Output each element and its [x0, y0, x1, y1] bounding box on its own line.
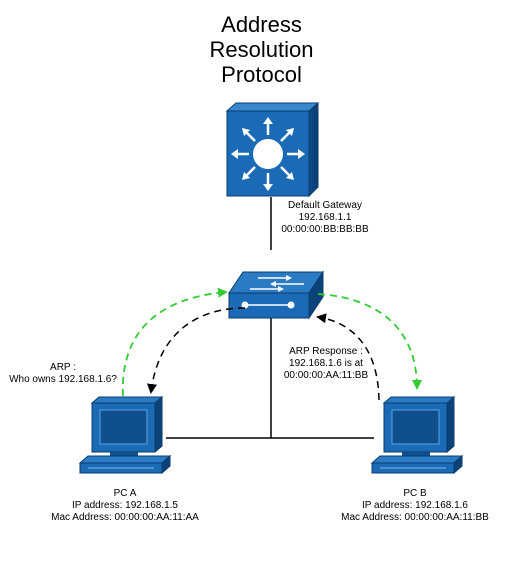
pc-b-label: PC B IP address: 192.168.1.6 Mac Address…: [335, 488, 495, 524]
pc-b-icon: [370, 395, 464, 475]
arp-response-title: ARP Response :: [289, 346, 363, 357]
pc-a-ip: IP address: 192.168.1.5: [71, 500, 178, 511]
gateway-ip: 192.168.1.1: [298, 212, 352, 223]
switch-icon: [228, 270, 324, 320]
arp-response-mac: 00:00:00:AA:11:BB: [283, 370, 369, 381]
network-cables: [166, 197, 374, 439]
arp-request-arrow-to-switch: [122, 287, 228, 397]
gateway-name: Default Gateway: [288, 200, 362, 211]
diagram-title-line-2: Resolution: [209, 37, 314, 62]
pc-b-name: PC B: [403, 488, 427, 499]
gateway-mac: 00:00:00:BB:BB:BB: [281, 224, 369, 235]
router-icon: [225, 101, 320, 198]
pc-a-icon: [78, 395, 172, 475]
arp-response-label: ARP Response : 192.168.1.6 is at 00:00:0…: [270, 346, 382, 382]
arp-response-statement: 192.168.1.6 is at: [289, 358, 363, 369]
arp-response-arrow-to-switch: [316, 313, 380, 401]
gateway-label: Default Gateway 192.168.1.1 00:00:00:BB:…: [265, 200, 385, 236]
arp-request-label: ARP : Who owns 192.168.1.6?: [2, 362, 124, 386]
diagram-title-line-1: Address: [221, 12, 302, 37]
arp-request-question: Who owns 192.168.1.6?: [9, 374, 117, 385]
pc-b-mac: Mac Address: 00:00:00:AA:11:BB: [341, 512, 489, 523]
arp-response-arrow-to-pc-a: [147, 307, 246, 394]
pc-b-ip: IP address: 192.168.1.6: [361, 500, 468, 511]
pc-a-mac: Mac Address: 00:00:00:AA:11:AA: [51, 512, 199, 523]
arp-request-title: ARP :: [50, 362, 76, 373]
pc-a-name: PC A: [113, 488, 137, 499]
pc-a-label: PC A IP address: 192.168.1.5 Mac Address…: [45, 488, 205, 524]
diagram-title-line-3: Protocol: [221, 62, 302, 87]
arp-request-arrow-to-pc-b: [317, 293, 422, 390]
